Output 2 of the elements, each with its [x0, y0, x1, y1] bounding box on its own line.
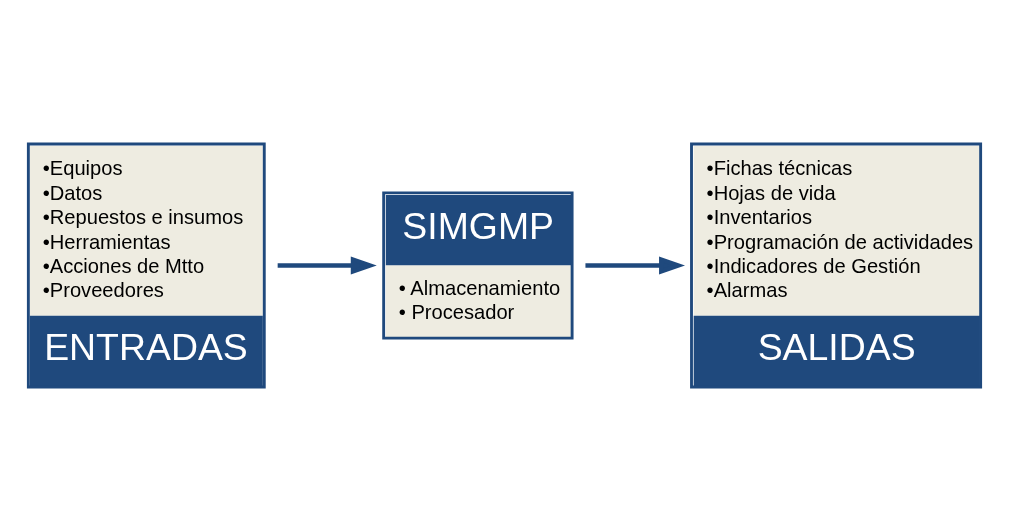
arrow — [277, 256, 377, 275]
arrow — [585, 256, 685, 275]
